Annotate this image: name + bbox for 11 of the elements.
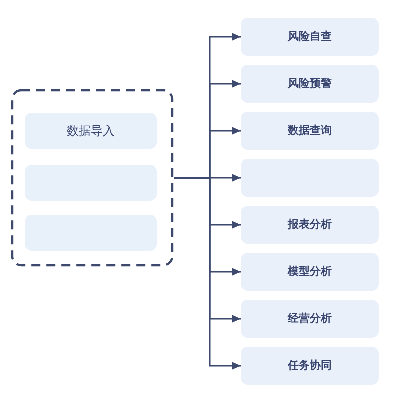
process-box: 数据导入 (25, 113, 157, 149)
process-box: 模型分析 (241, 253, 379, 291)
process-box: 报表分析 (241, 206, 379, 244)
arrow (174, 177, 241, 370)
process-box: 经营分析 (241, 300, 379, 338)
process-box: 风险预警 (241, 65, 379, 103)
dashed-group-box (11, 89, 174, 267)
process-box: 风险自查 (241, 18, 379, 56)
process-box: 数据查询 (241, 112, 379, 150)
process-box (241, 159, 379, 197)
process-box: 任务协同 (241, 347, 379, 385)
